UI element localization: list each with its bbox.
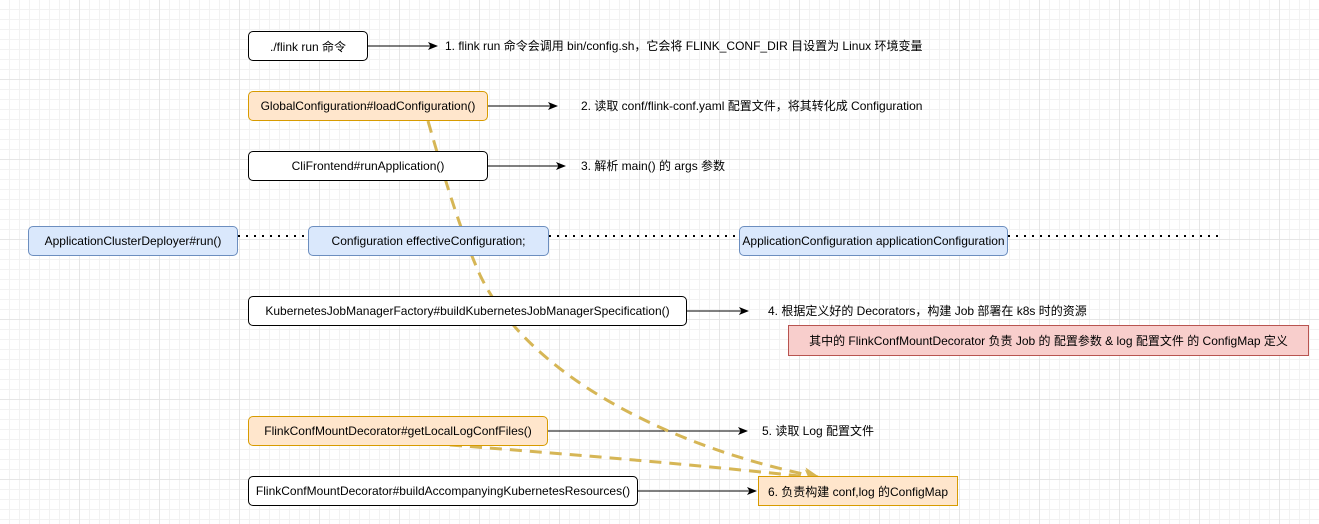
build-accompanying-text: FlinkConfMountDecorator#buildAccompanyin… xyxy=(255,484,631,498)
flink-run-command-node[interactable]: ./flink run 命令 xyxy=(248,31,368,61)
application-configuration-node[interactable]: ApplicationConfiguration applicationConf… xyxy=(739,226,1008,256)
build-jm-spec-text: KubernetesJobManagerFactory#buildKuberne… xyxy=(265,304,670,318)
load-configuration-text: GlobalConfiguration#loadConfiguration() xyxy=(260,99,476,113)
effective-configuration-node[interactable]: Configuration effectiveConfiguration; xyxy=(308,226,549,256)
step4-label: 4. 根据定义好的 Decorators，构建 Job 部署在 k8s 时的资源 xyxy=(768,304,1087,318)
dashed-arrow-from-load-configuration xyxy=(426,120,820,482)
effective-configuration-text: Configuration effectiveConfiguration; xyxy=(331,234,526,248)
cluster-deployer-text: ApplicationClusterDeployer#run() xyxy=(44,234,222,248)
flink-run-command-text: ./flink run 命令 xyxy=(269,39,347,54)
step2-label: 2. 读取 conf/flink-conf.yaml 配置文件，将其转化成 Co… xyxy=(581,99,923,113)
get-local-log-conf-node[interactable]: FlinkConfMountDecorator#getLocalLogConfF… xyxy=(248,416,548,446)
step5-label: 5. 读取 Log 配置文件 xyxy=(762,424,875,438)
step1-label: 1. flink run 命令会调用 bin/config.sh，它会将 FLI… xyxy=(445,39,923,53)
get-local-log-conf-text: FlinkConfMountDecorator#getLocalLogConfF… xyxy=(264,424,532,438)
build-jm-spec-node[interactable]: KubernetesJobManagerFactory#buildKuberne… xyxy=(248,296,687,326)
cluster-deployer-node[interactable]: ApplicationClusterDeployer#run() xyxy=(28,226,238,256)
configmap-step-text: 6. 负责构建 conf,log 的ConfigMap xyxy=(767,484,949,499)
decorator-note-box[interactable]: 其中的 FlinkConfMountDecorator 负责 Job 的 配置参… xyxy=(788,325,1309,356)
step3-label: 3. 解析 main() 的 args 参数 xyxy=(581,159,726,173)
application-configuration-text: ApplicationConfiguration applicationConf… xyxy=(742,234,1005,248)
decorator-note-text: 其中的 FlinkConfMountDecorator 负责 Job 的 配置参… xyxy=(809,334,1288,348)
configmap-step-box[interactable]: 6. 负责构建 conf,log 的ConfigMap xyxy=(758,476,958,506)
load-configuration-node[interactable]: GlobalConfiguration#loadConfiguration() xyxy=(248,91,488,121)
run-application-text: CliFrontend#runApplication() xyxy=(291,159,445,173)
run-application-node[interactable]: CliFrontend#runApplication() xyxy=(248,151,488,181)
build-accompanying-node[interactable]: FlinkConfMountDecorator#buildAccompanyin… xyxy=(248,476,638,506)
dashed-arrow-from-get-log-conf xyxy=(449,443,820,484)
